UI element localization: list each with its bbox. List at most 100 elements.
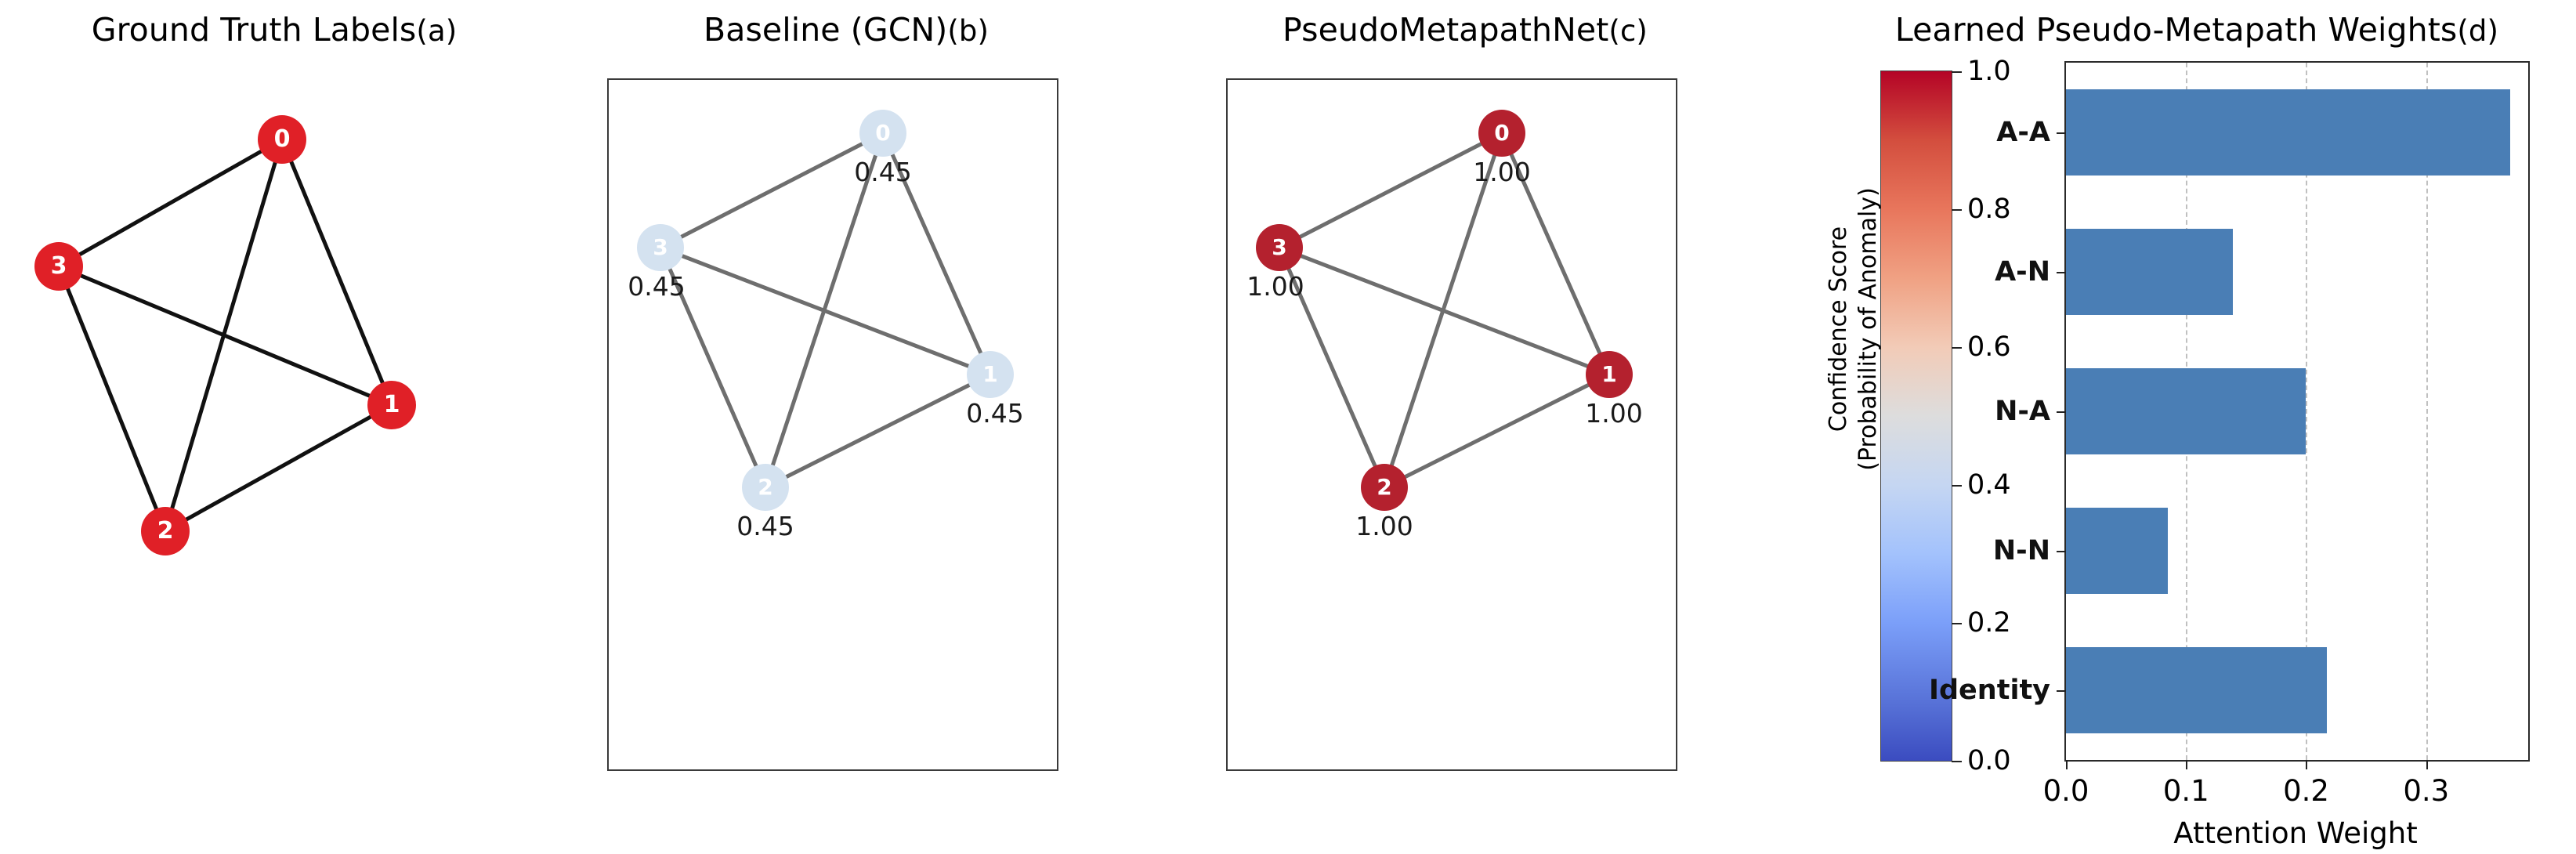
edge-3-2	[658, 245, 768, 490]
edge-0-3	[56, 137, 284, 269]
edge-3-2	[56, 264, 168, 534]
edge-3-1	[1277, 245, 1612, 377]
edge-0-1	[1500, 131, 1612, 377]
node-0-label: 0	[1494, 120, 1510, 146]
edge-2-1	[763, 372, 993, 490]
graph-pseudometapathnet: 0 1 2 3 1.00 1.00 1.00 1.00	[1167, 0, 1763, 854]
panel-a-title-text: Ground Truth Labels	[91, 11, 417, 49]
graph-b-edges	[658, 131, 993, 490]
node-0-confidence: 1.00	[1473, 157, 1531, 187]
bar-chart-xtick-label: 0.3	[2403, 774, 2450, 808]
graph-node-2[interactable]: 2	[742, 464, 789, 511]
bar-chart-ytick-mark	[2057, 272, 2066, 273]
bar-chart-xtick-mark	[2186, 760, 2188, 769]
bar-chart-plot-area: A-A A-N N-A N-N Identity 0.0 0.1 0.2 0.3	[1929, 61, 2530, 808]
panel-d-title-text: Learned Pseudo-Metapath Weights	[1894, 11, 2458, 49]
graph-node-3[interactable]: 3	[1256, 224, 1303, 271]
panel-pseudometapathnet: PseudoMetapathNet(c) 0 1 2 3 1.00 1.00 1…	[1167, 0, 1763, 854]
panel-a-title: Ground Truth Labels(a)	[0, 11, 548, 49]
graph-node-2[interactable]: 2	[141, 507, 190, 555]
bar-chart-xtick-mark	[2426, 760, 2428, 769]
colorbar-tick-label: 1.0	[1967, 56, 2011, 87]
panel-baseline-gcn: Baseline (GCN)(b) 0 1 2 3 0.45 0.45 0.45	[548, 0, 1144, 854]
colorbar-tick-label: 0.2	[1967, 607, 2011, 639]
edge-3-1	[56, 264, 394, 407]
colorbar-tick-mark	[1952, 623, 1962, 624]
panel-b-title-text: Baseline (GCN)	[704, 11, 948, 49]
graph-node-3[interactable]: 3	[637, 224, 684, 271]
bar-chart-ytick-mark	[2057, 411, 2066, 413]
node-0-label: 0	[273, 125, 291, 153]
node-2-label: 2	[758, 474, 773, 500]
edge-2-1	[1382, 372, 1612, 490]
edge-0-1	[881, 131, 993, 377]
bar-chart-xtick-label: 0.1	[2162, 774, 2209, 808]
panel-b-tag: (b)	[947, 14, 989, 48]
graph-a-edges	[56, 137, 394, 534]
bar-chart-xtick-mark	[2306, 760, 2308, 769]
colorbar-tick-mark	[1952, 71, 1962, 73]
colorbar-tick-label: 0.8	[1967, 194, 2011, 225]
colorbar-tick-mark	[1952, 761, 1962, 762]
bar-chart-gridline	[2306, 63, 2308, 760]
colorbar-axis-label: Confidence Score (Probability of Anomaly…	[1825, 187, 1882, 471]
graph-node-0[interactable]: 0	[1478, 110, 1525, 157]
graph-node-3[interactable]: 3	[34, 242, 83, 291]
bar-n-a[interactable]	[2066, 367, 2306, 455]
node-2-confidence: 1.00	[1355, 511, 1413, 541]
bar-a-n[interactable]	[2066, 228, 2233, 316]
node-3-label: 3	[653, 234, 668, 260]
colorbar-tick-label: 0.0	[1967, 745, 2011, 776]
edge-0-3	[1277, 131, 1504, 250]
colorbar-tick-mark	[1952, 347, 1962, 349]
graph-node-0[interactable]: 0	[258, 115, 306, 164]
graph-node-1[interactable]: 1	[1586, 351, 1633, 398]
panel-b-title: Baseline (GCN)(b)	[548, 11, 1144, 49]
bar-chart-category-label: N-N	[1992, 535, 2050, 566]
node-0-confidence: 0.45	[854, 157, 912, 187]
panel-ground-truth: Ground Truth Labels(a) 0 1 2 3	[0, 0, 548, 854]
bar-chart-xaxis-label: Attention Weight	[2173, 816, 2418, 850]
node-1-confidence: 0.45	[966, 398, 1024, 429]
bar-chart-ytick-mark	[2057, 132, 2066, 134]
bar-chart-xtick-label: 0.0	[2042, 774, 2089, 808]
bar-chart-category-label: N-A	[1995, 396, 2050, 427]
bar-identity[interactable]	[2066, 646, 2327, 734]
graph-node-0[interactable]: 0	[859, 110, 906, 157]
bar-chart-category-label: A-A	[1996, 117, 2050, 148]
panel-c-title-text: PseudoMetapathNet	[1283, 11, 1609, 49]
panel-d-tag: (d)	[2457, 14, 2499, 48]
graph-node-2[interactable]: 2	[1361, 464, 1408, 511]
bar-chart-category-label: Identity	[1928, 675, 2050, 706]
bar-chart-gridline	[2426, 63, 2428, 760]
bar-chart-xtick-label: 0.2	[2283, 774, 2329, 808]
graph-c-edges	[1277, 131, 1612, 490]
graph-node-1[interactable]: 1	[967, 351, 1014, 398]
bar-a-a[interactable]	[2066, 89, 2510, 176]
panel-d-title: Learned Pseudo-Metapath Weights(d)	[1818, 11, 2576, 49]
panel-c-tag: (c)	[1608, 14, 1648, 48]
bar-chart-ytick-mark	[2057, 551, 2066, 552]
node-0-label: 0	[875, 120, 891, 146]
colorbar-group: 0.0 0.2 0.4 0.6 0.8 1.0 Confidence Score (Pro…	[1786, 0, 2021, 854]
bar-chart-xtick-mark	[2066, 760, 2068, 769]
node-2-label: 2	[1377, 474, 1392, 500]
edge-2-1	[163, 403, 394, 534]
edge-0-1	[280, 137, 394, 407]
node-3-label: 3	[50, 252, 67, 280]
edge-3-2	[1277, 245, 1387, 490]
colorbar-tick-label: 0.4	[1967, 469, 2011, 501]
bar-n-n[interactable]	[2066, 507, 2169, 595]
panel-b-axes-frame	[607, 78, 1058, 771]
graph-node-1[interactable]: 1	[367, 381, 416, 429]
bar-chart-category-label: A-N	[1995, 256, 2050, 288]
graph-baseline-gcn: 0 1 2 3 0.45 0.45 0.45 0.45	[548, 0, 1144, 854]
colorbar-tick-label: 0.6	[1967, 331, 2011, 363]
panel-a-tag: (a)	[416, 14, 458, 48]
graph-ground-truth: 0 1 2 3	[0, 0, 548, 854]
node-3-confidence: 0.45	[628, 271, 686, 302]
node-1-label: 1	[383, 391, 400, 418]
colorbar-tick-mark	[1952, 209, 1962, 211]
